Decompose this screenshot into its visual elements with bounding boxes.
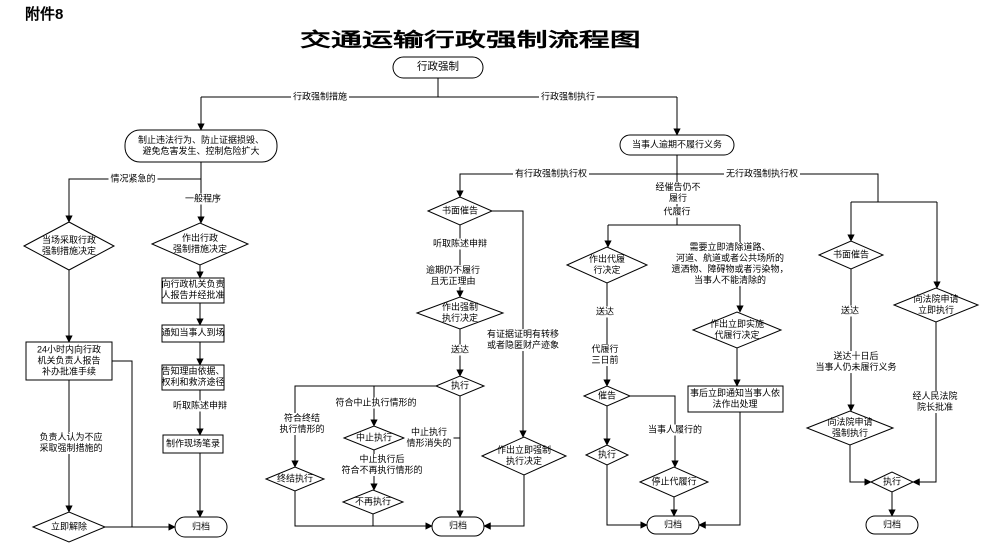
node-written-reminder-e: 书面催告 — [832, 249, 870, 260]
reminder-diamond-d — [582, 385, 632, 407]
edge-label-three-days: 代履行 三日前 — [589, 344, 621, 366]
node-execute-c: 执行 — [450, 380, 470, 391]
page-title: 交通运输行政强制流程图 — [300, 30, 641, 51]
edge-label-ten-days: 送达十日后 当事人仍未履行义务 — [813, 351, 899, 373]
terminate-execution-diamond — [264, 466, 326, 492]
report-approve-box — [161, 277, 225, 304]
node-immediate-substitute: 作出立即实施 代履行决定 — [709, 319, 765, 340]
edge-label-terminate-case: 符合终结 执行情形的 — [277, 413, 327, 435]
execute-diamond-e — [869, 471, 915, 493]
node-start: 行政强制 — [417, 60, 459, 73]
measure-decision-diamond — [150, 222, 250, 266]
report-24h-box — [25, 341, 113, 381]
node-suspend-execution: 中止执行 — [355, 432, 393, 443]
node-terminate-execution: 终结执行 — [276, 473, 314, 484]
node-execute-d: 执行 — [597, 449, 617, 460]
edge-label-suspend-case: 符合中止执行情形的 — [333, 397, 419, 409]
edge-label-disagree: 负责人认为不应 采取强制措施的 — [37, 432, 105, 454]
node-archive-1: 归档 — [191, 521, 211, 532]
edge-label-enforcement: 行政强制执行 — [538, 91, 598, 103]
execute-diamond-d — [584, 444, 630, 466]
node-apply-court-enforce: 向法院申请 强制执行 — [827, 417, 873, 438]
node-reminder-d: 催告 — [597, 390, 617, 401]
edge-label-party-performs: 当事人履行的 — [645, 424, 705, 436]
node-report-approve: 向行政机关负责 人报告并经批准 — [161, 279, 225, 300]
edge-label-measures: 行政强制措施 — [290, 91, 350, 103]
node-stop-substitute: 停止代履行 — [651, 476, 697, 487]
node-purpose: 制止违法行为、防止证据损毁、 避免危害发生、控制危险扩大 — [137, 135, 265, 156]
archive-node-2 — [431, 516, 485, 537]
node-report-24h: 24小时内向行政 机关负责人报告 补办批准手续 — [36, 344, 102, 377]
edge-label-listen-c: 听取陈述申辩 — [430, 238, 490, 250]
node-substitute-decision: 作出代履 行决定 — [588, 254, 626, 275]
edge-label-president-approve: 经人民法院 院长批准 — [910, 391, 960, 413]
node-written-reminder-c: 书面催告 — [441, 205, 479, 216]
node-inform-rights: 告知理由依据、 权利和救济途径 — [161, 366, 225, 387]
node-no-longer-execute: 不再执行 — [354, 496, 392, 507]
archive-node-4 — [865, 515, 919, 535]
edge-label-deliver-c: 送达 — [448, 344, 472, 356]
node-notify-afterwards: 事后立即通知当事人依 法作出处理 — [689, 388, 781, 409]
node-execute-e: 执行 — [882, 476, 902, 487]
node-measure-decision: 作出行政 强制措施决定 — [172, 233, 228, 254]
node-onsite-decision: 当场采取行政 强制措施决定 — [41, 235, 97, 256]
suspend-execution-diamond — [342, 425, 406, 451]
node-archive-2: 归档 — [448, 520, 468, 531]
attachment-label: 附件8 — [25, 6, 64, 23]
archive-node-1 — [174, 516, 228, 538]
written-reminder-diamond-e — [817, 240, 885, 270]
node-archive-4: 归档 — [882, 519, 902, 530]
edge-label-suspend-gone: 中止执行 情形消失的 — [404, 427, 454, 449]
notify-afterwards-box — [687, 385, 784, 413]
no-longer-execute-diamond — [341, 489, 405, 515]
start-node-shape — [392, 56, 484, 79]
edge-label-general: 一般程序 — [182, 193, 224, 205]
stop-substitute-diamond — [638, 466, 710, 498]
immediate-substitute-diamond — [691, 311, 783, 349]
edge-label-deliver-e: 送达 — [838, 305, 862, 317]
edge-label-no-longer-case: 中止执行后 符合不再执行情形的 — [339, 454, 425, 476]
inform-rights-box — [161, 364, 225, 391]
apply-court-enforce-diamond — [805, 410, 895, 446]
edge-label-has-power: 有行政强制执行权 — [512, 168, 590, 180]
archive-node-3 — [646, 515, 700, 535]
node-enforce-decision: 作出强制 执行决定 — [441, 302, 479, 323]
apply-court-immediate-diamond — [892, 287, 980, 323]
notify-party-box — [161, 324, 225, 343]
edge-label-listen-b: 听取陈述申辩 — [170, 400, 230, 412]
onsite-decision-diamond — [22, 221, 116, 271]
node-notify-party: 通知当事人到场 — [161, 327, 225, 338]
purpose-node-shape — [124, 129, 278, 163]
lift-immediately-diamond — [31, 511, 107, 543]
node-lift-immediately: 立即解除 — [50, 521, 88, 532]
execute-diamond-c — [434, 375, 486, 397]
immediate-enforce-decision-diamond — [480, 436, 568, 476]
node-shapes — [22, 56, 980, 543]
node-archive-3: 归档 — [663, 519, 683, 530]
edge-label-evidence: 有证据证明有转移 或者隐匿财产迹象 — [484, 329, 562, 351]
edge-label-no-power: 无行政强制执行权 — [723, 168, 801, 180]
edge-label-overdue-no-reason: 逾期仍不履行 且无正理由 — [423, 265, 483, 287]
node-immediate-enforce-decision: 作出立即强制 执行决定 — [496, 445, 552, 466]
edge-label-need-clear: 需要立即清除道路、 河道、航道或者公共场所的 遗洒物、障碍物或者污染物， 当事人… — [669, 242, 791, 286]
edge-label-substitute: 代履行 — [661, 206, 693, 218]
edge-label-deliver-d: 送达 — [593, 306, 617, 318]
edge-label-urgent: 情况紧急的 — [108, 173, 158, 185]
node-overdue: 当事人逾期不履行义务 — [631, 139, 723, 150]
enforce-decision-diamond — [415, 296, 505, 330]
substitute-decision-diamond — [565, 246, 649, 284]
node-onsite-record: 制作现场笔录 — [165, 438, 221, 449]
overdue-node-shape — [619, 134, 735, 156]
written-reminder-diamond-c — [426, 196, 494, 226]
edge-label-still-not-perform: 经催告仍不 履行 — [653, 182, 703, 204]
onsite-record-box — [162, 434, 224, 454]
node-apply-court-immediate: 向法院申请 立即执行 — [913, 294, 959, 315]
